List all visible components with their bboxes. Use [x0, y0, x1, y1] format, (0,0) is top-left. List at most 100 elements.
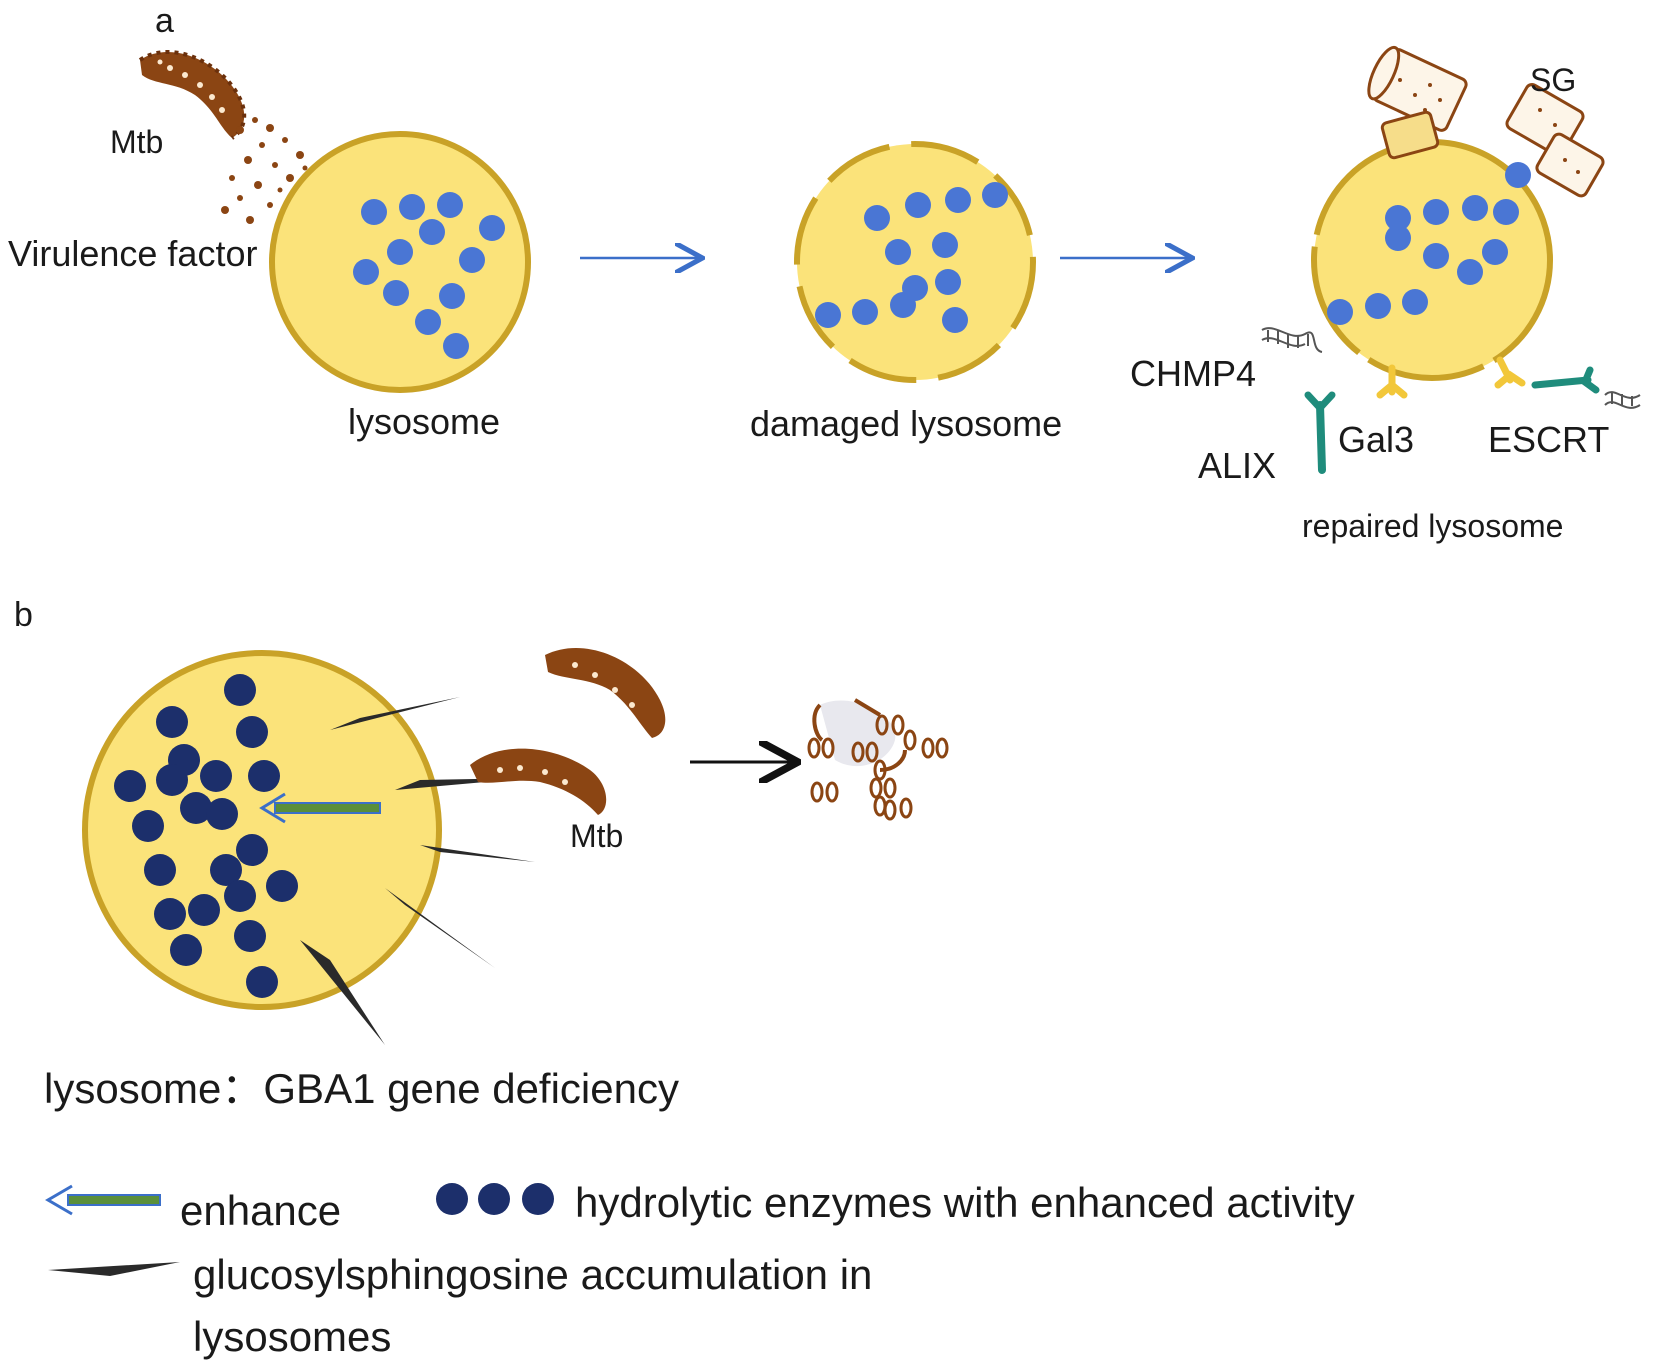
glucosylsphingosine-spikes [300, 697, 535, 1045]
enzyme-dot [248, 760, 280, 792]
enzyme-dot [1402, 289, 1428, 315]
fragment-ring [873, 759, 887, 781]
panel-a-letter: a [155, 2, 174, 40]
enzyme-dot [419, 219, 445, 245]
enzyme-dot [224, 880, 256, 912]
enzyme-dot [383, 280, 409, 306]
enzyme-dot [236, 716, 268, 748]
legend-enzyme-dots-icon [436, 1183, 554, 1215]
enzyme-dot [399, 194, 425, 220]
enzyme-dot [132, 810, 164, 842]
enzyme-dot [864, 205, 890, 231]
enzyme-dot [188, 894, 220, 926]
mtb-b-icon-2 [470, 748, 607, 815]
fragment-ring [891, 714, 905, 736]
enzyme-dot [156, 764, 188, 796]
alix-wrench-icon [1304, 391, 1336, 474]
enzyme-dot [234, 920, 266, 952]
stress-granule-dots [1398, 78, 1580, 174]
fragment-rings [807, 714, 949, 821]
enzyme-dot [1462, 195, 1488, 221]
enzyme-dot [890, 292, 916, 318]
virulence-factor-icon [221, 117, 308, 224]
fragment-ring [821, 737, 835, 759]
enzyme-dot [387, 239, 413, 265]
fragment-ring [935, 737, 949, 759]
enzyme-dot [200, 760, 232, 792]
fragment-ring [899, 797, 913, 819]
enzyme-dot [415, 309, 441, 335]
enzyme-dot [945, 187, 971, 213]
enzyme-dot [942, 307, 968, 333]
legend-glucosyl-line2: lysosomes [193, 1313, 392, 1360]
legend-glucosyl-line1: glucosylsphingosine accumulation in [193, 1251, 873, 1298]
enzyme-dot [982, 182, 1008, 208]
chmp4-dna-icon [1261, 327, 1323, 353]
legend-enhance-label: enhance [180, 1187, 342, 1234]
gba1-caption: lysosome：GBA1 gene deficiency [44, 1065, 679, 1112]
enzyme-dot [1385, 205, 1411, 231]
legend-spike-icon [48, 1262, 180, 1276]
fragment-ring [851, 741, 865, 763]
enzyme-dot [1505, 162, 1531, 188]
fragment-ring [883, 799, 897, 821]
enzyme-dot [932, 232, 958, 258]
enzyme-dot [1423, 199, 1449, 225]
panel-b-letter: b [14, 596, 33, 634]
enzyme-dot [1365, 293, 1391, 319]
stress-granule-icon [1367, 45, 1605, 198]
damaged-lysosome [794, 141, 1036, 383]
enzyme-dot [361, 199, 387, 225]
enzyme-dot [144, 854, 176, 886]
fragment-ring [875, 714, 889, 736]
enzyme-dot [935, 269, 961, 295]
enzyme-dot [905, 192, 931, 218]
enzyme-dot [224, 674, 256, 706]
enzyme-dot [1327, 299, 1353, 325]
repaired-lysosome-label: repaired lysosome [1302, 508, 1564, 544]
sg-label: SG [1530, 62, 1577, 98]
enzyme-dot [1423, 243, 1449, 269]
enzyme-dot [459, 247, 485, 273]
enzyme-dot [246, 966, 278, 998]
enzyme-dot [1482, 239, 1508, 265]
repaired-lysosome-enzymes [1327, 162, 1531, 325]
mtb-bacterium-icon [138, 50, 247, 140]
enzyme-dot [1457, 259, 1483, 285]
damaged-lysosome-label: damaged lysosome [750, 403, 1063, 444]
fragment-ring [825, 781, 839, 803]
legend-enzymes-label: hydrolytic enzymes with enhanced activit… [575, 1179, 1355, 1226]
enzyme-dot [437, 192, 463, 218]
enhance-arrow-in-lysosome [259, 792, 381, 824]
enzyme-dot [852, 299, 878, 325]
enzyme-dot [1385, 225, 1411, 251]
fragment-ring [810, 781, 824, 803]
enzyme-dot [1493, 199, 1519, 225]
fragment-ring [865, 741, 879, 763]
gal3-label: Gal3 [1338, 419, 1415, 460]
enzyme-dot [156, 706, 188, 738]
enzyme-dot [885, 239, 911, 265]
enzyme-dot [210, 854, 242, 886]
fragment-ring [883, 777, 897, 799]
enzyme-dot [206, 798, 238, 830]
lysosome-label: lysosome [348, 401, 501, 442]
fragment-ring [903, 729, 917, 751]
enzyme-dot [154, 898, 186, 930]
enzyme-dot [170, 934, 202, 966]
escrt-label: ESCRT [1488, 419, 1610, 460]
mtb-label-a: Mtb [110, 124, 164, 160]
fragment-ring [873, 795, 887, 817]
enzyme-dot [443, 333, 469, 359]
enzyme-dot [180, 792, 212, 824]
alix-label: ALIX [1198, 445, 1277, 486]
enzyme-dot [439, 283, 465, 309]
escrt-wrench-icon [1531, 366, 1600, 394]
enzyme-dot [114, 770, 146, 802]
enzyme-dot [815, 302, 841, 328]
damaged-lysosome-enzymes [815, 182, 1008, 333]
gal3-protein-icon [1376, 356, 1526, 399]
enzyme-dot [266, 870, 298, 902]
